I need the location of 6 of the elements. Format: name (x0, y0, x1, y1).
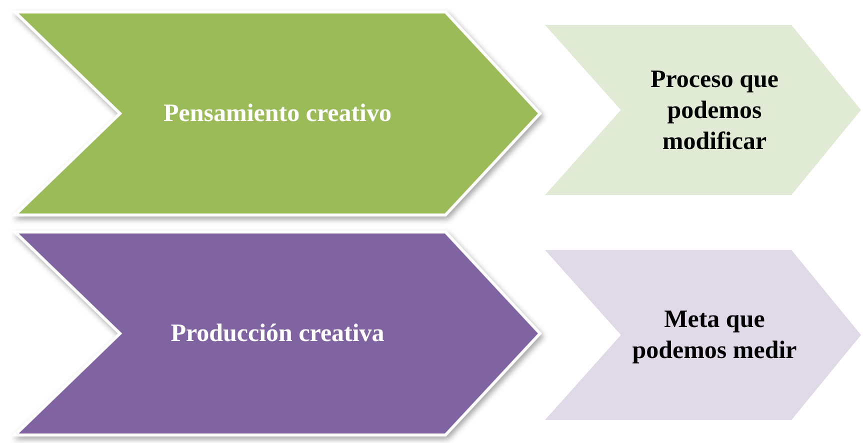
chevron-banner (545, 25, 861, 195)
chevron-label: Pensamiento creativo (164, 99, 392, 129)
chevron-label: Meta que podemos medir (631, 305, 798, 366)
chevron-label: Proceso que podemos modificar (650, 64, 780, 156)
chevron-banner (545, 250, 861, 420)
chevron-label: Producción creativa (170, 319, 384, 349)
